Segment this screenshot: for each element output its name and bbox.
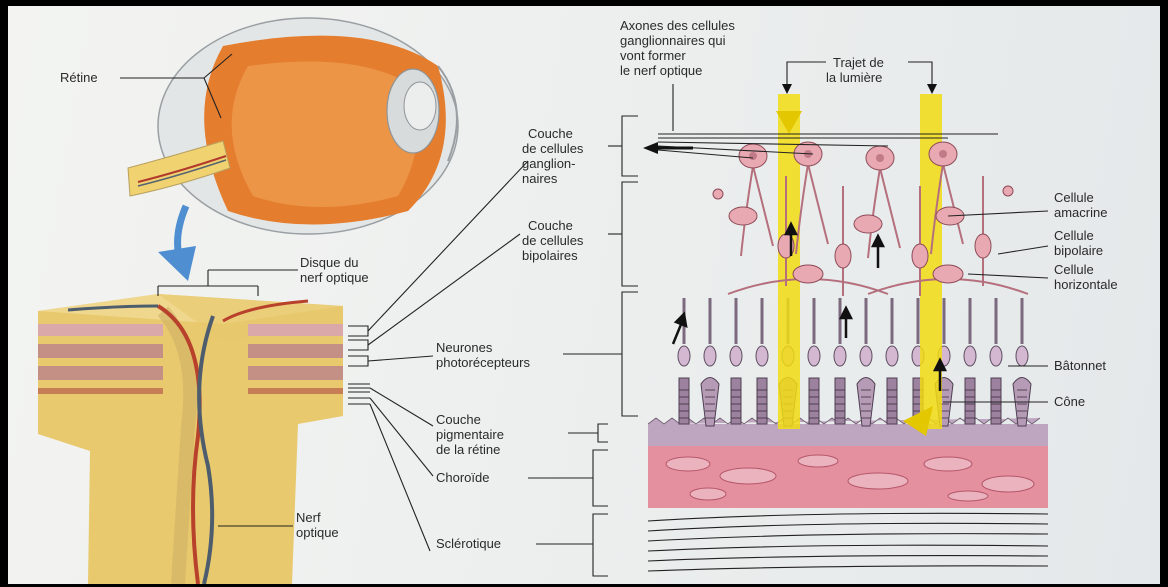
label-horizontale-line2: horizontale	[1054, 277, 1118, 292]
amacrine-cell	[729, 207, 757, 225]
retina-block-illustration	[38, 294, 343, 584]
label-pigment-line1: Couche	[436, 412, 481, 427]
down-left-arrow-icon	[158, 206, 196, 281]
rod-cell	[808, 298, 820, 424]
eye-cross-section-illustration	[128, 18, 458, 234]
rod-cell	[886, 298, 898, 424]
label-photo-line2: photorécepteurs	[436, 355, 530, 370]
rod-cell	[756, 298, 768, 424]
label-choroide: Choroïde	[436, 470, 489, 485]
label-pigment-line2: pigmentaire	[436, 427, 504, 442]
ganglion-cell	[866, 146, 900, 258]
label-bipolar-layer-line1: Couche	[528, 218, 573, 233]
process-terminal	[1003, 186, 1013, 196]
diagram-panel: Rétine Disque du nerf optique Nerf optiq…	[8, 6, 1160, 584]
label-retine: Rétine	[60, 70, 98, 85]
label-trajet-line2: la lumière	[826, 70, 882, 85]
label-bipolar-layer-line3: bipolaires	[522, 248, 578, 263]
label-ganglion-line4: naires	[522, 171, 558, 186]
label-ganglion-line1: Couche	[528, 126, 573, 141]
choroid-illustration	[648, 446, 1048, 508]
label-cone: Cône	[1054, 394, 1085, 409]
label-bipolar-layer-line2: de cellules	[522, 233, 584, 248]
bipolar-cell	[975, 176, 991, 286]
sclera-illustration	[648, 513, 1048, 571]
label-bipolaire-line2: bipolaire	[1054, 243, 1103, 258]
label-batonnet: Bâtonnet	[1054, 358, 1106, 373]
label-amacrine-line1: Cellule	[1054, 190, 1094, 205]
ganglion-cell	[739, 144, 773, 256]
label-disque-line1: Disque du	[300, 255, 359, 270]
label-bipolaire-line1: Cellule	[1054, 228, 1094, 243]
label-trajet-line1: Trajet de	[833, 55, 884, 70]
cone-cell	[701, 298, 719, 426]
bipolar-cell	[835, 186, 851, 296]
label-pigment-line3: de la rétine	[436, 442, 500, 457]
label-photo-line1: Neurones	[436, 340, 493, 355]
cone-cell	[857, 298, 875, 426]
amacrine-cell	[854, 215, 882, 233]
rod-cell	[990, 298, 1002, 424]
photoreceptor-layer	[678, 298, 1031, 426]
rod-cell	[730, 298, 742, 424]
horizontal-cell	[728, 265, 888, 294]
label-axones-line3: vont former	[620, 48, 686, 63]
label-axones-line4: le nerf optique	[620, 63, 702, 78]
label-amacrine-line2: amacrine	[1054, 205, 1107, 220]
label-ganglion-line2: de cellules	[522, 141, 584, 156]
signal-direction-arrow-icon	[643, 142, 658, 154]
horizontal-cell	[868, 265, 1028, 294]
rod-cell	[964, 298, 976, 424]
label-nerf-line1: Nerf	[296, 510, 321, 525]
signal-direction-arrow-icon	[673, 224, 945, 391]
label-nerf-line2: optique	[296, 525, 339, 540]
process-terminal	[713, 189, 723, 199]
label-ganglion-line3: ganglion-	[522, 156, 576, 171]
label-axones-line1: Axones des cellules	[620, 18, 735, 33]
label-horizontale-line1: Cellule	[1054, 262, 1094, 277]
cone-cell	[1013, 298, 1031, 426]
retina-diagram-svg: Rétine Disque du nerf optique Nerf optiq…	[8, 6, 1160, 584]
label-sclerotique: Sclérotique	[436, 536, 501, 551]
neuron-network	[713, 142, 1028, 296]
label-disque-line2: nerf optique	[300, 270, 369, 285]
label-axones-line2: ganglionnaires qui	[620, 33, 726, 48]
